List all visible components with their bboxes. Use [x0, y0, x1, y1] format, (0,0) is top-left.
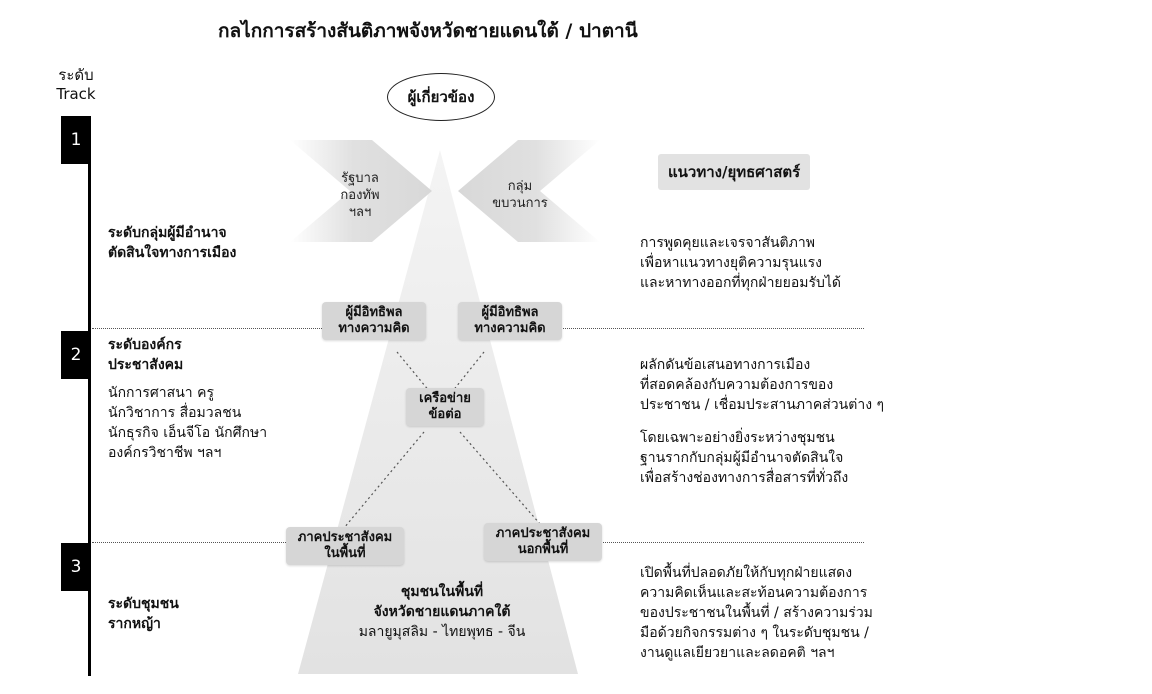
- track-3-strategy-line-3: ของประชาชนในพื้นที่ / สร้างความร่วม: [640, 605, 873, 621]
- track-2-strategy-a-line-3: ประชาชน / เชื่อมประสานภาคส่วนต่าง ๆ: [640, 397, 884, 413]
- level-1-marker: 1: [61, 116, 91, 164]
- strategy-heading: แนวทาง/ยุทธศาสตร์: [658, 154, 811, 190]
- government-line-1: รัฐบาล: [341, 171, 379, 186]
- influencer-left-line-2: ทางความคิด: [338, 321, 410, 336]
- track-2-members-line-1: นักการศาสนา ครู: [108, 385, 214, 401]
- track-1-strategy: การพูดคุยและเจรจาสันติภาพ เพื่อหาแนวทางย…: [640, 233, 841, 293]
- track-2-label: ระดับองค์กร ประชาสังคม: [108, 335, 183, 375]
- level-header: ระดับ Track: [48, 66, 104, 104]
- track-3-label: ระดับชุมชน รากหญ้า: [108, 594, 179, 634]
- track-2-members: นักการศาสนา ครู นักวิชาการ สื่อมวลชน นัก…: [108, 383, 267, 463]
- civil-inside-line-2: ในพื้นที่: [324, 546, 366, 561]
- government-label: รัฐบาล กองทัพ ฯลฯ: [318, 170, 402, 221]
- government-line-2: กองทัพ: [340, 188, 380, 203]
- influencer-right-line-2: ทางความคิด: [474, 321, 546, 336]
- community-line-1: ชุมชนในพื้นที่: [400, 584, 484, 600]
- chevron-movement: [458, 140, 600, 242]
- level-2-marker: 2: [61, 331, 91, 379]
- track-2-strategy-b-line-1: โดยเฉพาะอย่างยิ่งระหว่างชุมชน: [640, 430, 835, 446]
- track-2-strategy-a-line-1: ผลักดันข้อเสนอทางการเมือง: [640, 357, 811, 373]
- track-3-strategy-line-1: เปิดพื้นที่ปลอดภัยให้กับทุกฝ่ายแสดง: [640, 565, 853, 581]
- civil-society-inside-badge: ภาคประชาสังคม ในพื้นที่: [286, 527, 404, 565]
- level-axis: [88, 116, 91, 676]
- track-3-strategy-line-2: ความคิดเห็นและสะท้อนความต้องการ: [640, 585, 868, 601]
- movement-label: กลุ่ม ขบวนการ: [478, 178, 562, 212]
- track-2-strategy-a: ผลักดันข้อเสนอทางการเมือง ที่สอดคล้องกับ…: [640, 355, 884, 415]
- connector-left-influencer: [396, 351, 431, 393]
- influencer-left-line-1: ผู้มีอิทธิพล: [345, 305, 403, 320]
- movement-line-1: กลุ่ม: [507, 179, 533, 194]
- civil-outside-line-2: นอกพื้นที่: [517, 542, 569, 557]
- track-2-label-line-2: ประชาสังคม: [108, 357, 184, 373]
- influencer-left-badge: ผู้มีอิทธิพล ทางความคิด: [322, 302, 426, 340]
- track-2-label-line-1: ระดับองค์กร: [108, 337, 182, 353]
- community-block: ชุมชนในพื้นที่ จังหวัดชายแดนภาคใต้ มลายู…: [330, 582, 554, 642]
- community-line-3: มลายูมุสลิม - ไทยพุทธ - จีน: [358, 624, 526, 640]
- track-1-label-line-1: ระดับกลุ่มผู้มีอำนาจ: [108, 225, 227, 241]
- track-2-members-line-3: นักธุรกิจ เอ็นจีโอ นักศึกษา: [108, 425, 268, 441]
- track-2-strategy-b: โดยเฉพาะอย่างยิ่งระหว่างชุมชน ฐานรากกับก…: [640, 428, 848, 488]
- track-3-label-line-2: รากหญ้า: [108, 616, 161, 632]
- level-header-track: Track: [56, 85, 96, 103]
- track-2-members-line-2: นักวิชาการ สื่อมวลชน: [108, 405, 242, 421]
- connector-inside-civil: [343, 431, 425, 529]
- civil-inside-line-1: ภาคประชาสังคม: [297, 530, 393, 545]
- track-1-strategy-line-2: เพื่อหาแนวทางยุติความรุนแรง: [640, 255, 822, 271]
- network-line-2: ข้อต่อ: [428, 407, 462, 422]
- track-2-strategy-b-line-2: ฐานรากกับกลุ่มผู้มีอำนาจตัดสินใจ: [640, 450, 844, 466]
- track-3-strategy: เปิดพื้นที่ปลอดภัยให้กับทุกฝ่ายแสดง ความ…: [640, 563, 873, 663]
- track-2-members-line-4: องค์กรวิชาชีพ ฯลฯ: [108, 445, 222, 461]
- civil-society-outside-badge: ภาคประชาสังคม นอกพื้นที่: [484, 523, 602, 561]
- track-1-strategy-line-1: การพูดคุยและเจรจาสันติภาพ: [640, 235, 815, 251]
- track-2-strategy-b-line-3: เพื่อสร้างช่องทางการสื่อสารที่ทั่วถึง: [640, 470, 849, 486]
- network-badge: เครือข่าย ข้อต่อ: [406, 388, 484, 426]
- track-2-strategy-a-line-2: ที่สอดคล้องกับความต้องการของ: [640, 377, 834, 393]
- track-1-label: ระดับกลุ่มผู้มีอำนาจ ตัดสินใจทางการเมือง: [108, 223, 236, 263]
- track-1-strategy-line-3: และหาทางออกที่ทุกฝ่ายยอมรับได้: [640, 275, 842, 291]
- chevron-government: [290, 140, 432, 242]
- stakeholders-ellipse: ผู้เกี่ยวข้อง: [387, 73, 495, 121]
- track-3-strategy-line-5: งานดูแลเยียวยาและลดอคติ ฯลฯ: [640, 645, 835, 661]
- level-3-marker: 3: [61, 543, 91, 591]
- government-line-3: ฯลฯ: [348, 205, 372, 220]
- civil-outside-line-1: ภาคประชาสังคม: [495, 526, 591, 541]
- track-1-label-line-2: ตัดสินใจทางการเมือง: [108, 245, 237, 261]
- movement-line-2: ขบวนการ: [492, 196, 548, 211]
- influencer-right-line-1: ผู้มีอิทธิพล: [481, 305, 539, 320]
- connector-right-influencer: [451, 351, 485, 393]
- community-line-2: จังหวัดชายแดนภาคใต้: [373, 604, 511, 620]
- network-line-1: เครือข่าย: [419, 391, 471, 406]
- influencer-right-badge: ผู้มีอิทธิพล ทางความคิด: [458, 302, 562, 340]
- connector-outside-civil: [459, 431, 541, 525]
- level-header-thai: ระดับ: [58, 66, 94, 84]
- track-3-strategy-line-4: มือด้วยกิจกรรมต่าง ๆ ในระดับชุมชน /: [640, 625, 869, 641]
- track-3-label-line-1: ระดับชุมชน: [108, 596, 179, 612]
- page-title: กลไกการสร้างสันติภาพจังหวัดชายแดนใต้ / ป…: [218, 20, 638, 42]
